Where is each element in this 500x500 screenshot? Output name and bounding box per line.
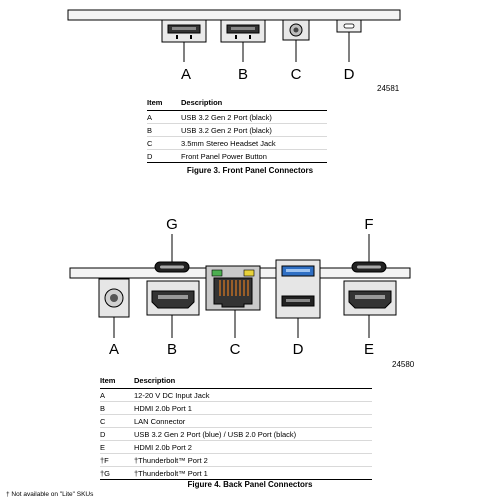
back-row-desc: USB 3.2 Gen 2 Port (blue) / USB 2.0 Port… — [134, 427, 372, 441]
back-row-item: C — [100, 414, 134, 428]
front-headset-jack — [282, 19, 310, 41]
back-table-header-desc: Description — [134, 376, 372, 389]
back-label-f: F — [364, 216, 374, 233]
table-row: D Front Panel Power Button — [147, 149, 327, 163]
back-thunderbolt-port-2 — [351, 261, 387, 273]
front-row-desc: 3.5mm Stereo Headset Jack — [181, 136, 327, 150]
front-label-d: D — [343, 66, 355, 83]
back-hdmi-port-2 — [343, 280, 397, 316]
back-label-d: D — [292, 341, 304, 358]
back-row-item: †G — [100, 466, 134, 480]
back-connector-table: Item Description A 12-20 V DC Input Jack… — [100, 376, 372, 480]
back-row-item: D — [100, 427, 134, 441]
front-row-item: D — [147, 149, 181, 163]
back-row-item: B — [100, 401, 134, 415]
front-figure-caption: Figure 3. Front Panel Connectors — [186, 166, 314, 175]
back-label-c: C — [229, 341, 241, 358]
back-table-header-item: Item — [100, 376, 134, 389]
table-row: †F †Thunderbolt™ Port 2 — [100, 453, 372, 467]
table-row: A USB 3.2 Gen 2 Port (black) — [147, 110, 327, 124]
back-row-desc: LAN Connector — [134, 414, 372, 428]
back-row-item: E — [100, 440, 134, 454]
back-row-item: †F — [100, 453, 134, 467]
back-row-desc: †Thunderbolt™ Port 2 — [134, 453, 372, 467]
front-row-item: B — [147, 123, 181, 137]
front-table-header-desc: Description — [181, 98, 327, 111]
back-thunderbolt-port-1 — [154, 261, 190, 273]
front-row-item: A — [147, 110, 181, 124]
back-row-desc: †Thunderbolt™ Port 1 — [134, 466, 372, 480]
back-figure-number: 24580 — [392, 360, 415, 369]
front-row-desc: USB 3.2 Gen 2 Port (black) — [181, 110, 327, 124]
front-row-item: C — [147, 136, 181, 150]
front-row-desc: USB 3.2 Gen 2 Port (black) — [181, 123, 327, 137]
back-label-b: B — [166, 341, 178, 358]
back-lan-connector — [205, 265, 261, 311]
back-figure-caption: Figure 4. Back Panel Connectors — [187, 480, 313, 489]
front-row-desc: Front Panel Power Button — [181, 149, 327, 163]
front-label-c: C — [290, 66, 302, 83]
front-label-a: A — [180, 66, 192, 83]
back-dc-input-jack — [98, 278, 130, 318]
front-connector-table: Item Description A USB 3.2 Gen 2 Port (b… — [147, 98, 327, 163]
table-row: B HDMI 2.0b Port 1 — [100, 401, 372, 415]
back-row-desc: HDMI 2.0b Port 1 — [134, 401, 372, 415]
back-row-desc: HDMI 2.0b Port 2 — [134, 440, 372, 454]
table-row: A 12-20 V DC Input Jack — [100, 388, 372, 402]
table-row: †G †Thunderbolt™ Port 1 — [100, 466, 372, 480]
table-row: D USB 3.2 Gen 2 Port (blue) / USB 2.0 Po… — [100, 427, 372, 441]
back-row-desc: 12-20 V DC Input Jack — [134, 388, 372, 402]
back-label-e: E — [363, 341, 375, 358]
front-label-b: B — [237, 66, 249, 83]
back-usb-stack — [275, 259, 321, 319]
table-row: C LAN Connector — [100, 414, 372, 428]
table-row: E HDMI 2.0b Port 2 — [100, 440, 372, 454]
table-row: C 3.5mm Stereo Headset Jack — [147, 136, 327, 150]
back-label-g: G — [166, 216, 178, 233]
back-row-item: A — [100, 388, 134, 402]
front-table-header-item: Item — [147, 98, 181, 111]
back-hdmi-port-1 — [146, 280, 200, 316]
footnote: † Not available on "Lite" SKUs — [6, 491, 94, 498]
table-row: B USB 3.2 Gen 2 Port (black) — [147, 123, 327, 137]
back-label-a: A — [108, 341, 120, 358]
front-figure-number: 24581 — [377, 84, 400, 93]
